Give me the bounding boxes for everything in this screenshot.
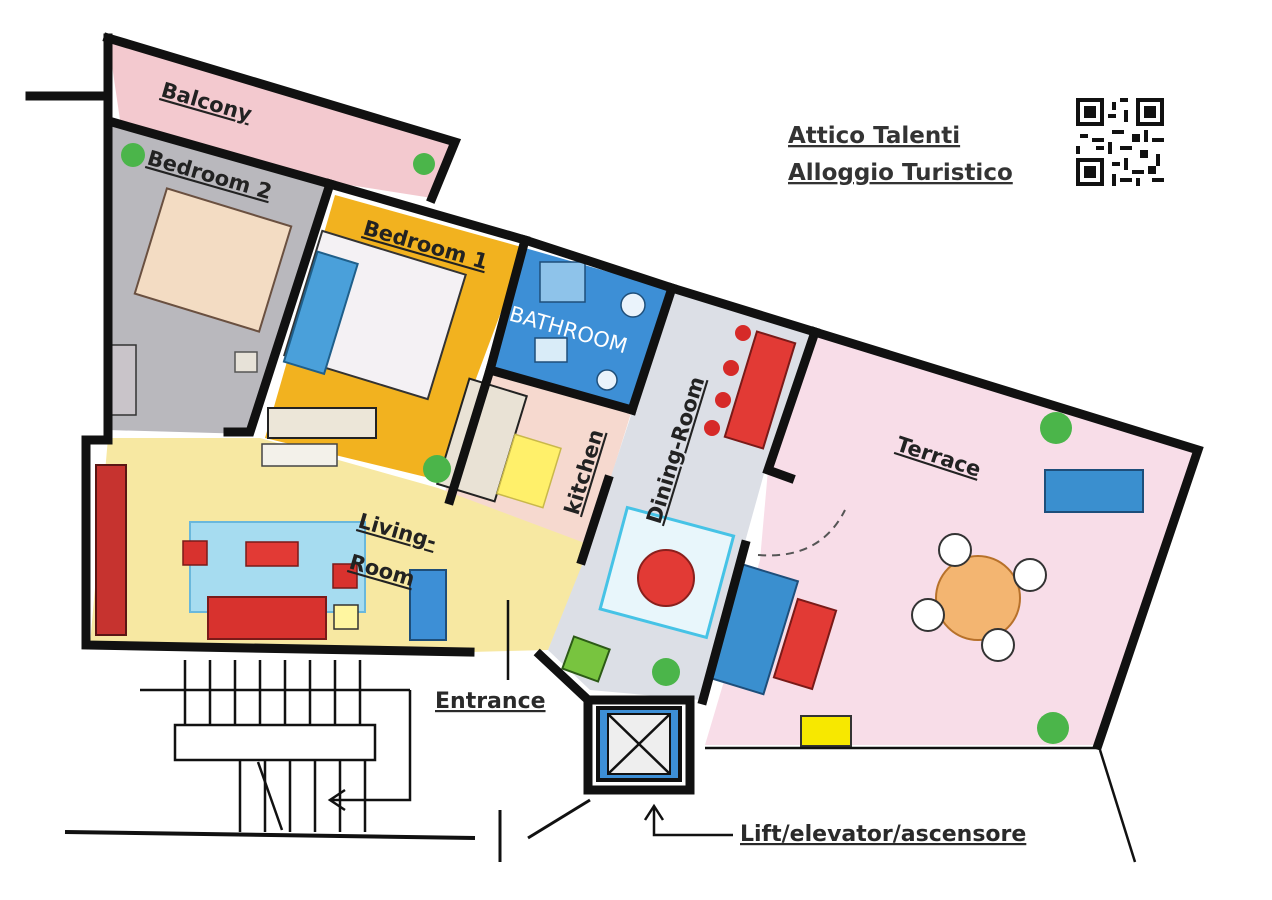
bar-stool	[735, 325, 751, 341]
lift-cross	[607, 713, 671, 775]
lift-arrowhead-icon	[643, 803, 665, 821]
nightstand	[234, 351, 258, 373]
shower	[539, 261, 586, 303]
storage-box	[800, 715, 852, 747]
lift-label: Lift/elevator/ascensore	[740, 822, 1026, 847]
terrace-edge-slant	[1098, 749, 1137, 863]
plant-icon	[121, 143, 145, 167]
terrace-chair	[1013, 558, 1047, 592]
bookshelf	[267, 407, 377, 439]
terrace-chair	[911, 598, 945, 632]
terrace-chair	[938, 533, 972, 567]
bar-counter	[723, 330, 797, 450]
plant-icon	[413, 153, 435, 175]
plant-icon	[1040, 412, 1072, 444]
plant-icon	[423, 455, 451, 483]
terrace-table	[935, 555, 1021, 641]
west-wall	[25, 33, 113, 101]
bar-stool	[715, 392, 731, 408]
side-chair	[409, 569, 447, 641]
bed-bedroom-2	[133, 187, 293, 333]
wardrobe	[109, 344, 137, 416]
title-line-2: Alloggio Turistico	[788, 160, 1013, 186]
lamp	[333, 604, 359, 630]
sun-lounger	[1044, 469, 1144, 513]
north-wall	[324, 178, 821, 338]
entrance-corner	[533, 648, 695, 795]
bedroom-2-wall	[106, 116, 336, 190]
bidet	[596, 369, 618, 391]
bar-stool	[723, 360, 739, 376]
desk	[261, 443, 338, 467]
terrace-outer-wall	[809, 326, 1204, 751]
balcony-area	[108, 38, 455, 198]
west-outer-wall	[81, 91, 475, 657]
dining-table	[637, 549, 695, 607]
kitchen-rug	[496, 433, 562, 509]
terrace-chair	[981, 628, 1015, 662]
lift-arrow-icon	[652, 808, 733, 837]
armchair-green	[561, 635, 611, 683]
bathroom-area	[490, 248, 672, 408]
title-line-1: Attico Talenti	[788, 123, 960, 149]
balcony-outer-wall	[102, 32, 462, 204]
armchair	[182, 540, 208, 566]
pillows	[282, 250, 359, 376]
terrace-wall	[762, 326, 821, 484]
bar-stool	[704, 420, 720, 436]
bedroom-partition	[223, 178, 336, 437]
plant-icon	[652, 658, 680, 686]
dining-terrace-wall	[697, 539, 751, 706]
bathroom-wall	[484, 364, 638, 416]
entrance-label: Entrance	[435, 689, 546, 714]
kitchen-east-wall	[576, 474, 614, 566]
coffee-table	[245, 541, 299, 567]
terrace-bench	[772, 597, 838, 691]
toilet	[620, 292, 646, 318]
sink	[534, 337, 568, 363]
qr-code-icon	[1076, 98, 1164, 186]
armchair	[332, 563, 358, 589]
sofa	[207, 596, 327, 640]
plant-icon	[1037, 712, 1069, 744]
staircase	[64, 660, 591, 862]
bathroom-east-wall	[626, 282, 678, 416]
tv-cabinet	[95, 464, 127, 636]
